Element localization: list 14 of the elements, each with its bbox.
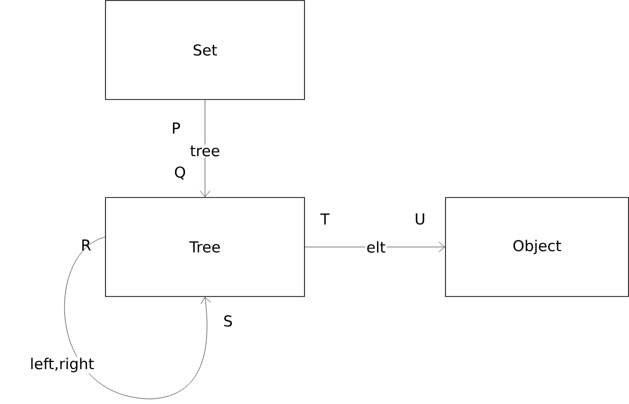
end-label: Q: [174, 166, 186, 180]
class-box: Object: [445, 197, 629, 297]
arrow: [64, 236, 211, 400]
end-label: U: [416, 213, 424, 225]
end-label: S: [224, 315, 232, 327]
class-box: Tree: [105, 197, 305, 297]
class-box: Set: [105, 0, 305, 100]
end-label: T: [320, 214, 330, 224]
edge-label: left,right: [28, 356, 96, 374]
edge-label: elt: [365, 240, 387, 254]
end-label: R: [82, 240, 91, 250]
arrow: [304, 242, 445, 252]
edge-label: tree: [188, 144, 222, 158]
end-label: P: [172, 122, 180, 134]
